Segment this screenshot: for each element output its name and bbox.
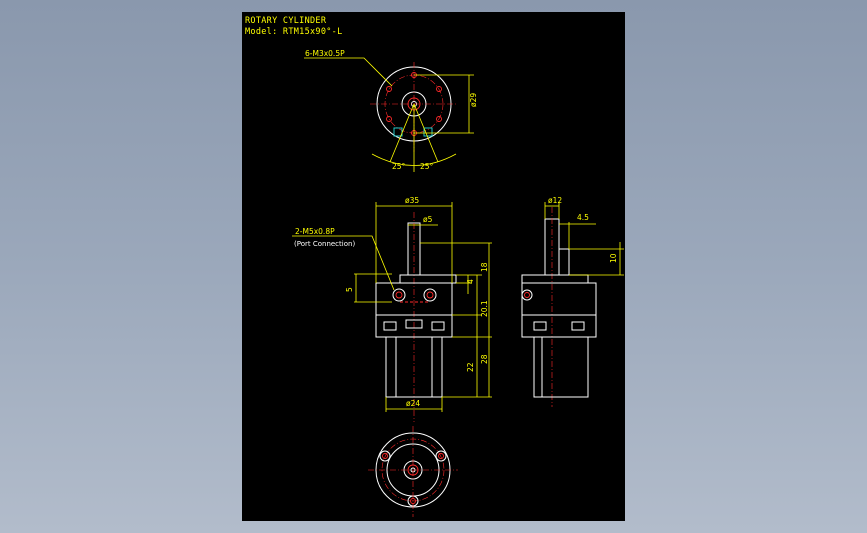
port-note: (Port Connection)	[294, 240, 355, 248]
dim-18: 18	[480, 262, 489, 272]
dim-5: 5	[345, 287, 354, 292]
drawing-model: Model: RTM15x90°-L	[245, 27, 343, 37]
dim-4-5: 4.5	[577, 213, 589, 222]
angle-right-label: 25°	[420, 162, 434, 171]
front-dia-bottom: ø24	[406, 399, 420, 408]
dim-22: 22	[466, 362, 475, 372]
angle-left-label: 25°	[392, 162, 406, 171]
drawing-title: ROTARY CYLINDER	[245, 16, 327, 26]
dim-4: 4	[466, 279, 475, 284]
dim-28: 28	[480, 354, 489, 364]
bottom-view	[368, 426, 458, 517]
top-dia-label: ø29	[469, 93, 478, 107]
cad-drawing: ROTARY CYLINDER Model: RTM15x90°-L 6-M3x…	[245, 16, 624, 517]
port-callout: 2-M5x0.8P	[295, 227, 335, 236]
dim-10: 10	[609, 253, 618, 263]
drawing-sheet: ROTARY CYLINDER Model: RTM15x90°-L 6-M3x…	[242, 12, 625, 521]
dim-20-1: 20.1	[480, 300, 489, 317]
side-view: ø12 4.5 10	[521, 196, 624, 407]
front-dia-top: ø35	[405, 196, 419, 205]
top-view: 6-M3x0.5P ø29 25° 25°	[304, 49, 478, 172]
side-dia-shaft: ø12	[548, 196, 562, 205]
front-dia-shaft: ø5	[423, 215, 433, 224]
top-hole-callout: 6-M3x0.5P	[305, 49, 345, 58]
front-view: ø35 ø5 2-M5x0.8P (Port Connection) 5 18 …	[292, 196, 492, 422]
